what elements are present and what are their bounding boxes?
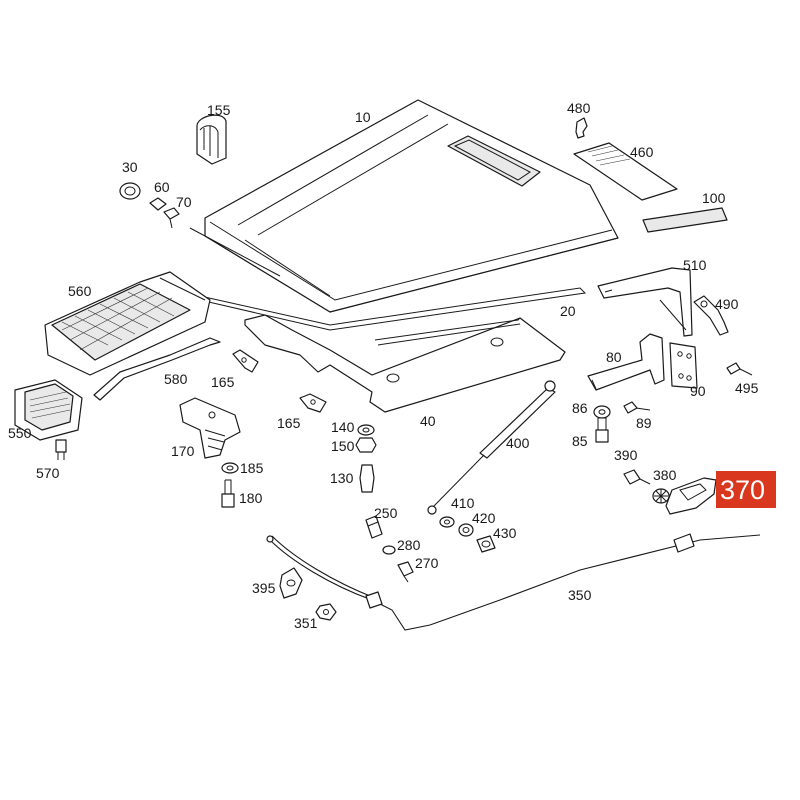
washer-140[interactable]: [357, 424, 375, 436]
label-350: 350: [568, 587, 592, 603]
label-510: 510: [683, 257, 707, 273]
label-550: 550: [8, 425, 32, 441]
label-250: 250: [374, 505, 398, 521]
bolt-130[interactable]: [359, 464, 375, 493]
label-30: 30: [122, 159, 138, 175]
bolt-180[interactable]: [221, 479, 235, 508]
washer-380[interactable]: [652, 488, 670, 504]
guide-rail[interactable]: [93, 337, 221, 401]
screw-495[interactable]: [726, 362, 753, 376]
bolt[interactable]: [163, 207, 180, 229]
label-10: 10: [355, 109, 371, 125]
label-480: 480: [567, 100, 591, 116]
label-395: 395: [252, 580, 276, 596]
label-570: 570: [36, 465, 60, 481]
air-intake-grille[interactable]: [44, 271, 211, 376]
highlighted-part-callout[interactable]: 370: [716, 471, 776, 508]
label-70: 70: [176, 194, 192, 210]
insulation-mat[interactable]: [244, 314, 566, 413]
label-100: 100: [702, 190, 726, 206]
cable-clip-250[interactable]: [365, 515, 383, 539]
cover-plate[interactable]: [573, 142, 678, 201]
highlight-number: 370: [720, 475, 765, 505]
label-495: 495: [735, 380, 759, 396]
highlight-background: [716, 471, 776, 508]
clip-165-left[interactable]: [232, 349, 259, 373]
hood-lock[interactable]: [179, 397, 241, 459]
label-180: 180: [239, 490, 263, 506]
bushing-430[interactable]: [476, 535, 496, 553]
grille-bolt[interactable]: [55, 439, 67, 460]
washer-410[interactable]: [439, 516, 455, 528]
washer-185[interactable]: [221, 462, 239, 474]
release-handle[interactable]: [665, 477, 717, 515]
label-86: 86: [572, 400, 588, 416]
label-130: 130: [330, 470, 354, 486]
label-580: 580: [164, 371, 188, 387]
washer-280[interactable]: [382, 545, 396, 555]
label-410: 410: [451, 495, 475, 511]
label-351: 351: [294, 615, 318, 631]
hood-hinge[interactable]: [587, 333, 665, 391]
label-155: 155: [207, 102, 231, 118]
label-165-right: 165: [277, 415, 301, 431]
nut-351[interactable]: [315, 603, 337, 621]
label-60: 60: [154, 179, 170, 195]
label-165-left: 165: [211, 374, 235, 390]
hinge-plate[interactable]: [669, 342, 698, 389]
bolt-85[interactable]: [595, 417, 609, 443]
release-cable[interactable]: [266, 533, 761, 631]
spring-roll[interactable]: [196, 114, 227, 165]
label-20: 20: [560, 303, 576, 319]
bolt-270[interactable]: [397, 561, 414, 583]
label-490: 490: [715, 296, 739, 312]
label-89: 89: [636, 415, 652, 431]
label-170: 170: [171, 443, 195, 459]
nut-150[interactable]: [355, 437, 377, 453]
label-380: 380: [653, 467, 677, 483]
washer-86[interactable]: [593, 405, 611, 419]
washer-420[interactable]: [458, 523, 474, 537]
label-80: 80: [606, 349, 622, 365]
label-560: 560: [68, 283, 92, 299]
label-390: 390: [614, 447, 638, 463]
hood-lever[interactable]: [693, 295, 729, 336]
cable-clip-395[interactable]: [279, 567, 303, 599]
label-280: 280: [397, 537, 421, 553]
hood-panel[interactable]: [189, 99, 619, 313]
hinge-bracket[interactable]: [597, 267, 693, 337]
label-40: 40: [420, 413, 436, 429]
grommet[interactable]: [119, 182, 141, 200]
gas-strut[interactable]: [427, 380, 556, 515]
label-400: 400: [506, 435, 530, 451]
label-460: 460: [630, 144, 654, 160]
label-420: 420: [472, 510, 496, 526]
push-rivet[interactable]: [575, 117, 588, 139]
screw-390[interactable]: [623, 469, 651, 485]
label-185: 185: [240, 460, 264, 476]
label-270: 270: [415, 555, 439, 571]
label-150: 150: [331, 438, 355, 454]
screw-89[interactable]: [623, 401, 651, 414]
label-430: 430: [493, 525, 517, 541]
label-90: 90: [690, 383, 706, 399]
trim-strip[interactable]: [642, 207, 728, 233]
clip-165-right[interactable]: [299, 393, 327, 413]
bushing[interactable]: [149, 197, 167, 211]
lower-grille[interactable]: [14, 379, 83, 441]
label-85: 85: [572, 433, 588, 449]
label-140: 140: [331, 419, 355, 435]
